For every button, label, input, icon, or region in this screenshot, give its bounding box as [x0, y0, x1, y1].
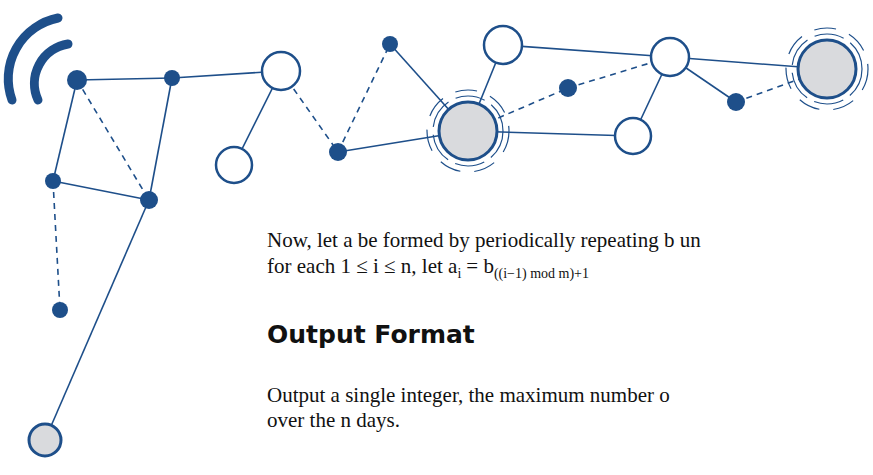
formula-text: for each 1 ≤ i ≤ n, let a — [267, 254, 457, 278]
subscript: i — [457, 266, 461, 281]
section-heading: Output Format — [267, 320, 475, 349]
subscript: ((i−1) mod m)+1 — [494, 266, 589, 281]
paragraph-line: Output a single integer, the maximum num… — [267, 383, 670, 408]
paragraph-line: Now, let a be formed by periodically rep… — [267, 228, 701, 253]
paragraph-line: over the n days. — [267, 408, 400, 433]
formula-text: = b — [466, 254, 494, 278]
formula-line: for each 1 ≤ i ≤ n, let ai = b((i−1) mod … — [267, 254, 589, 279]
